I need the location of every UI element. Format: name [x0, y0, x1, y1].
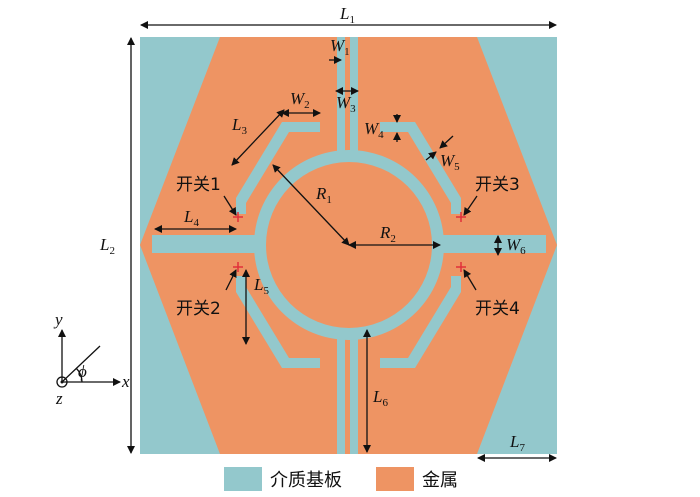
slot-arm-bottom-right — [380, 276, 461, 368]
label-L2: L2 — [99, 235, 115, 257]
bottom-feed-metal — [345, 328, 350, 454]
label-W3: W3 — [336, 93, 356, 115]
dim-line-R1 — [272, 164, 350, 246]
legend-label-metal: 金属 — [422, 470, 458, 491]
legend-item-substrate: 介质基板 — [224, 466, 342, 492]
phi-arc — [75, 367, 83, 383]
label-axis-x: x — [121, 372, 130, 391]
label-W2: W2 — [290, 89, 310, 111]
leader-switch-2 — [225, 269, 237, 291]
label-axis-y: y — [53, 310, 63, 329]
label-L7: L7 — [509, 432, 525, 454]
left-slot — [152, 235, 256, 253]
label-L3: L3 — [231, 115, 247, 137]
dim-line-L3 — [231, 109, 285, 166]
label-L1: L1 — [339, 4, 355, 26]
top-feed-metal — [345, 37, 350, 162]
legend-swatch-metal — [376, 467, 414, 491]
legend: 介质基板 金属 — [0, 466, 700, 494]
label-switch-2: 开关2 — [176, 299, 221, 319]
phi-ray — [61, 345, 101, 383]
legend-label-substrate: 介质基板 — [270, 470, 342, 491]
label-switch-1: 开关1 — [176, 175, 221, 195]
legend-swatch-substrate — [224, 467, 262, 491]
legend-item-metal: 金属 — [376, 466, 458, 492]
label-R2: R2 — [379, 223, 396, 245]
dim-line-W5b — [425, 151, 437, 161]
z-axis-symbol — [56, 376, 68, 388]
slot-arm-top-right — [380, 122, 461, 214]
switch-markers — [233, 212, 466, 272]
label-W1: W1 — [330, 36, 350, 58]
label-W5: W5 — [440, 151, 460, 173]
label-L5: L5 — [253, 275, 269, 297]
dim-line-W5 — [439, 135, 454, 149]
label-W6: W6 — [506, 235, 526, 257]
leader-switch-3 — [463, 195, 478, 216]
label-L4: L4 — [183, 207, 199, 229]
label-axis-z: z — [55, 389, 63, 408]
antenna-diagram: L1 L2 L3 W2 W1 W3 W4 W5 L4 L5 R1 R2 W6 L… — [53, 4, 557, 462]
right-slot — [442, 235, 546, 253]
label-W4: W4 — [364, 119, 384, 141]
leader-switch-4 — [463, 269, 477, 291]
label-phi: ϕ — [78, 362, 87, 381]
label-L6: L6 — [372, 387, 388, 409]
label-switch-3: 开关3 — [475, 175, 520, 195]
label-R1: R1 — [315, 184, 332, 206]
leader-switch-1 — [223, 195, 237, 216]
label-switch-4: 开关4 — [475, 299, 520, 319]
z-axis-dot — [60, 380, 64, 384]
